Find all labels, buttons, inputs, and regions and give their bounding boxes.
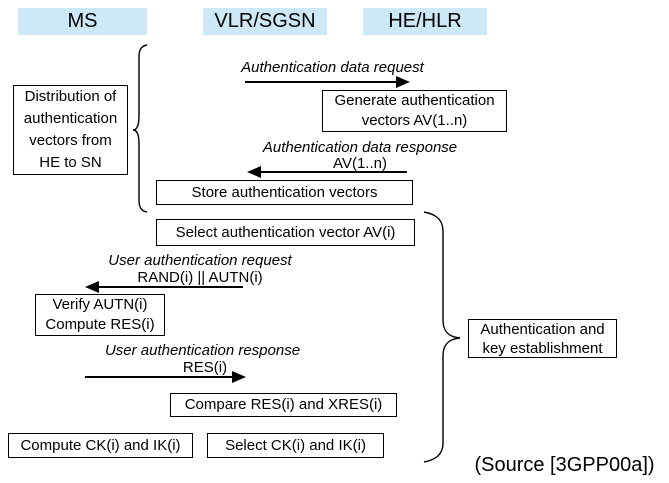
compare-res-box: Compare RES(i) and XRES(i) xyxy=(170,393,397,417)
user-auth-response-arrow xyxy=(85,371,246,383)
auth-key-line-2: key establishment xyxy=(482,339,603,357)
compare-res-label: Compare RES(i) and XRES(i) xyxy=(184,396,383,413)
generate-vectors-line-1: Generate authentication xyxy=(334,92,495,109)
select-vector-label: Select authentication vector AV(i) xyxy=(175,223,396,241)
actor-ms: MS xyxy=(18,8,147,35)
actor-vlr-sgsn: VLR/SGSN xyxy=(203,8,327,35)
auth-data-request-label: Authentication data request xyxy=(241,59,424,76)
verify-line-2: Compute RES(i) xyxy=(45,316,155,333)
verify-compute-box: Verify AUTN(i) Compute RES(i) xyxy=(35,294,165,336)
select-ck-ik-box: Select CK(i) and IK(i) xyxy=(207,433,384,458)
user-auth-request-param: RAND(i) || AUTN(i) xyxy=(137,269,263,286)
generate-vectors-line-2: vectors AV(1..n) xyxy=(361,112,468,129)
select-ck-ik-label: Select CK(i) and IK(i) xyxy=(225,436,366,454)
auth-key-brace xyxy=(423,211,461,463)
distribution-line-1: Distribution of xyxy=(24,88,117,105)
user-auth-response-param: RES(i) xyxy=(182,359,228,376)
auth-key-annotation-box: Authentication and key establishment xyxy=(468,319,617,358)
verify-line-1: Verify AUTN(i) xyxy=(52,296,148,313)
auth-data-response-label: Authentication data response xyxy=(262,139,458,156)
auth-key-line-1: Authentication and xyxy=(480,320,605,338)
generate-vectors-box: Generate authentication vectors AV(1..n) xyxy=(322,90,507,132)
compute-ck-ik-label: Compute CK(i) and IK(i) xyxy=(20,436,181,454)
select-vector-box: Select authentication vector AV(i) xyxy=(156,219,415,246)
auth-data-response-param: AV(1..n) xyxy=(333,155,387,172)
store-vectors-box: Store authentication vectors xyxy=(156,180,413,205)
distribution-line-2: authentication xyxy=(23,110,118,127)
distribution-annotation-box: Distribution of authentication vectors f… xyxy=(13,85,128,175)
auth-data-request-arrow xyxy=(245,76,410,88)
auth-data-response-arrow xyxy=(247,166,407,178)
user-auth-request-arrow xyxy=(85,281,243,293)
compute-ck-ik-box: Compute CK(i) and IK(i) xyxy=(8,433,193,458)
distribution-brace xyxy=(132,44,148,213)
user-auth-request-label: User authentication request xyxy=(108,252,292,269)
user-auth-response-label: User authentication response xyxy=(104,342,301,359)
distribution-line-3: vectors from xyxy=(29,132,112,149)
store-vectors-label: Store authentication vectors xyxy=(191,183,378,201)
actor-he-hlr: HE/HLR xyxy=(363,8,487,35)
distribution-line-4: HE to SN xyxy=(39,154,102,171)
source-citation: (Source [3GPP00a]) xyxy=(474,454,655,476)
